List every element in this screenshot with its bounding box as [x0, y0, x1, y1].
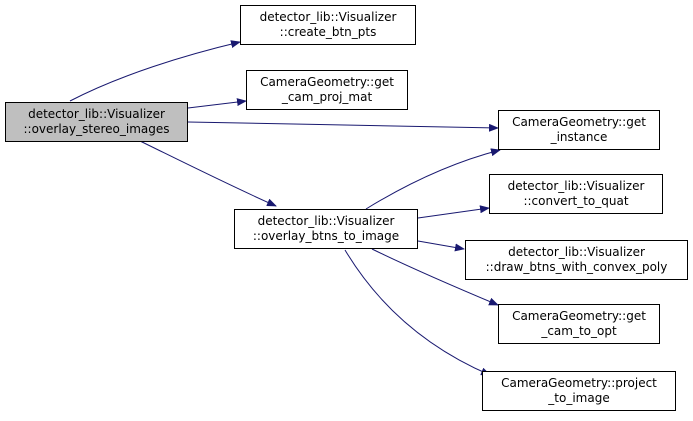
node-get-cam-proj-mat-line2: _cam_proj_mat	[281, 90, 373, 104]
node-overlay-stereo-images-line1: detector_lib::Visualizer	[28, 107, 165, 121]
node-overlay-btns-to-image[interactable]: detector_lib::Visualizer ::overlay_btns_…	[234, 209, 418, 249]
node-project-to-image-line1: CameraGeometry::project	[501, 376, 657, 390]
node-get-cam-to-opt-line1: CameraGeometry::get	[512, 309, 646, 323]
node-convert-to-quat-line1: detector_lib::Visualizer	[507, 179, 645, 193]
node-convert-to-quat[interactable]: detector_lib::Visualizer ::convert_to_qu…	[489, 174, 663, 214]
node-convert-to-quat-line2: ::convert_to_quat	[523, 194, 629, 208]
node-project-to-image-line2: _to_image	[548, 391, 610, 405]
node-draw-btns-with-convex-poly-line1: detector_lib::Visualizer	[508, 245, 645, 259]
node-get-instance-line1: CameraGeometry::get	[512, 115, 646, 129]
node-overlay-btns-to-image-line2: ::overlay_btns_to_image	[252, 229, 400, 243]
node-get-instance[interactable]: CameraGeometry::get _instance	[498, 110, 660, 150]
edge-overlay-stereo-to-get-instance	[187, 121, 499, 132]
edge-overlay-stereo-to-create-btn-pts	[69, 40, 241, 102]
edge-overlay-btns-to-get-instance	[365, 148, 501, 210]
node-overlay-stereo-images-line2: ::overlay_stereo_images	[23, 122, 170, 136]
node-get-cam-proj-mat[interactable]: CameraGeometry::get _cam_proj_mat	[246, 70, 408, 110]
node-project-to-image[interactable]: CameraGeometry::project _to_image	[482, 371, 676, 411]
node-overlay-stereo-images: detector_lib::Visualizer ::overlay_stere…	[5, 102, 188, 142]
node-get-cam-to-opt-line2: _cam_to_opt	[541, 324, 617, 338]
node-create-btn-pts-line1: detector_lib::Visualizer	[259, 10, 397, 24]
edge-overlay-stereo-to-overlay-btns	[139, 140, 277, 207]
edge-overlay-btns-to-project-to-image	[344, 249, 491, 376]
node-draw-btns-with-convex-poly[interactable]: detector_lib::Visualizer ::draw_btns_wit…	[465, 240, 688, 280]
node-create-btn-pts-line2: ::create_btn_pts	[279, 25, 377, 39]
node-create-btn-pts[interactable]: detector_lib::Visualizer ::create_btn_pt…	[240, 5, 416, 45]
node-overlay-btns-to-image-line1: detector_lib::Visualizer	[257, 214, 395, 228]
node-get-cam-to-opt[interactable]: CameraGeometry::get _cam_to_opt	[498, 304, 660, 344]
edge-overlay-btns-to-convert-to-quat	[417, 205, 490, 219]
node-get-cam-proj-mat-line1: CameraGeometry::get	[260, 75, 394, 89]
node-get-instance-line2: _instance	[550, 130, 608, 144]
edge-overlay-stereo-to-get-cam-proj-mat	[187, 98, 247, 109]
node-draw-btns-with-convex-poly-line2: ::draw_btns_with_convex_poly	[485, 260, 668, 274]
edge-overlay-btns-to-draw-btns	[417, 240, 465, 252]
edge-overlay-btns-to-get-cam-to-opt	[371, 248, 499, 306]
